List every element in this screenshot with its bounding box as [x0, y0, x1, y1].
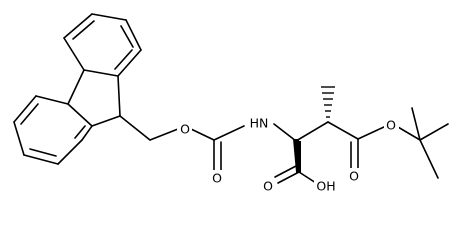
alpha-carbon-acid — [274, 121, 329, 184]
fluorenyl-group — [13, 13, 142, 165]
tert-butyl-ester — [327, 107, 449, 179]
ester-oxygen-label: O — [386, 118, 396, 133]
carbamate-linker — [119, 115, 297, 173]
atom-labels: O O HN O O O OH — [177, 115, 399, 194]
ester-carbonyl-oxygen-label: O — [349, 169, 359, 184]
methyl-hashed — [321, 86, 335, 118]
hydroxyl-label: OH — [316, 179, 335, 194]
ether-oxygen-label: O — [180, 122, 190, 137]
carbamate-carbonyl-oxygen-label: O — [212, 171, 222, 186]
acid-carbonyl-oxygen-label: O — [263, 179, 273, 194]
amine-label: HN — [250, 116, 269, 131]
molecule-diagram: O O HN O O O OH — [13, 13, 449, 194]
